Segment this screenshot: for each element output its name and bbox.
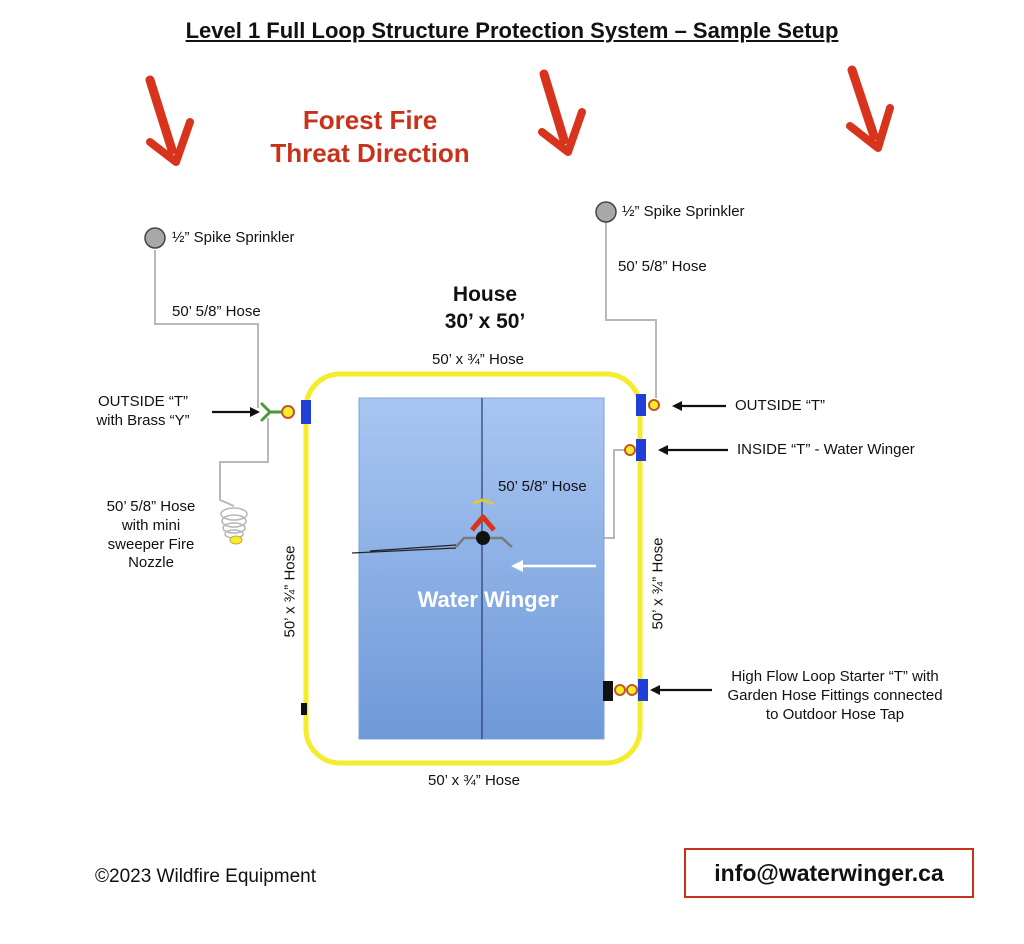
nozzle-hose-label: 50’ 5/8” Hose with mini sweeper Fire Noz… <box>86 498 216 573</box>
contact-email-box[interactable]: info@waterwinger.ca <box>684 848 974 898</box>
right-outside-t-fitting <box>648 399 660 411</box>
outside-t-right-label: OUTSIDE “T” <box>735 397 825 414</box>
nozzle-hose <box>219 418 269 507</box>
right-loop-label: 50’ x ¾” Hose <box>649 537 667 630</box>
nozzle-line-4: Nozzle <box>128 554 174 572</box>
water-winger-label: Water Winger <box>417 587 559 612</box>
nozzle-line-1: 50’ 5/8” Hose <box>106 498 196 515</box>
hose-tap-icon <box>603 681 613 701</box>
threat-arrow-left-icon <box>145 75 194 166</box>
left-outside-t-connector <box>301 400 311 424</box>
page-title-text: Level 1 Full Loop Structure Protection S… <box>185 18 839 43</box>
left-t-fitting <box>281 405 295 419</box>
house-label: House 30’ x 50’ <box>400 281 570 336</box>
right-sprinkler-icon <box>595 201 617 223</box>
nozzle-coil-icon <box>220 507 248 539</box>
right-inside-t-connector <box>636 439 646 461</box>
threat-direction-label: Forest Fire Threat Direction <box>240 104 500 169</box>
water-winger-icon <box>351 498 513 554</box>
left-sprinkler-label: ½” Spike Sprinkler <box>172 229 295 246</box>
house-size: 30’ x 50’ <box>444 310 526 334</box>
threat-arrow-right-icon <box>846 65 894 152</box>
starter-line-1: High Flow Loop Starter “T” with <box>731 668 939 685</box>
left-loop-label: 50’ x ¾” Hose <box>281 545 299 638</box>
house-title: House <box>452 283 518 306</box>
nozzle-line-3: sweeper Fire <box>107 535 195 553</box>
threat-arrow-center-icon <box>538 69 586 156</box>
nozzle-line-2: with mini <box>121 516 181 534</box>
bottom-loop-label: 50’ x ¾” Hose <box>428 772 520 789</box>
right-outside-t-connector <box>636 394 646 416</box>
threat-line-1: Forest Fire <box>302 105 438 135</box>
inside-t-right-label: INSIDE “T” - Water Winger <box>737 441 915 458</box>
left-sprinkler-hose <box>154 250 259 408</box>
left-hose-label: 50’ 5/8” Hose <box>172 303 261 320</box>
outside-t-left-line-1: OUTSIDE “T” <box>98 393 188 410</box>
starter-fitting-1 <box>614 684 626 696</box>
winger-hose-label: 50’ 5/8” Hose <box>498 478 587 495</box>
outside-t-left-line-2: with Brass “Y” <box>96 411 190 429</box>
right-sprinkler-label: ½” Spike Sprinkler <box>622 203 745 220</box>
left-sprinkler-icon <box>144 227 166 249</box>
starter-fitting-2 <box>626 684 638 696</box>
loop-end-cap <box>301 703 307 715</box>
loop-starter-label: High Flow Loop Starter “T” with Garden H… <box>700 668 970 724</box>
top-loop-label: 50’ x ¾” Hose <box>432 351 524 368</box>
brass-y-icon <box>260 402 284 422</box>
starter-line-2: Garden Hose Fittings connected <box>727 686 943 704</box>
loop-starter-t-connector <box>638 679 648 701</box>
threat-line-2: Threat Direction <box>270 137 470 168</box>
right-inside-t-fitting <box>624 444 636 456</box>
outside-t-left-label: OUTSIDE “T” with Brass “Y” <box>78 393 208 431</box>
right-hose-label: 50’ 5/8” Hose <box>618 258 707 275</box>
right-sprinkler-hose <box>605 222 657 398</box>
starter-line-3: to Outdoor Hose Tap <box>765 705 905 723</box>
contact-email-link[interactable]: info@waterwinger.ca <box>714 859 944 886</box>
main-loop-hose <box>303 371 643 766</box>
page-title: Level 1 Full Loop Structure Protection S… <box>0 18 1024 44</box>
copyright-text: ©2023 Wildfire Equipment <box>95 866 316 887</box>
fire-nozzle-icon <box>229 535 243 545</box>
